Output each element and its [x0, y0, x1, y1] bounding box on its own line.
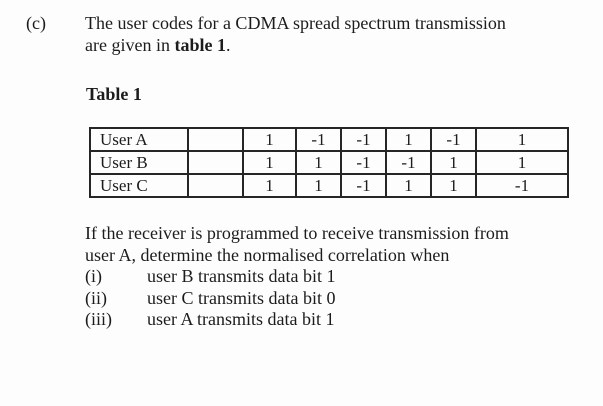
code-cell: -1 — [385, 150, 432, 175]
code-cell: -1 — [340, 173, 387, 198]
question-line1: If the receiver is programmed to receive… — [85, 223, 509, 243]
code-cell: -1 — [340, 150, 387, 175]
intro-line2-post: . — [225, 35, 231, 55]
code-cell: 1 — [430, 173, 477, 198]
list-item-ii: (ii) user C transmits data bit 0 — [85, 288, 575, 310]
part-label: (c) — [26, 13, 46, 33]
table-row-user-c: User C 1 1 -1 1 1 -1 — [89, 173, 569, 198]
list-text: user A transmits data bit 1 — [147, 309, 335, 329]
user-label: User B — [89, 150, 189, 175]
list-item-iii: (iii) user A transmits data bit 1 — [85, 309, 575, 331]
codes-table: User A 1 -1 -1 1 -1 1 User B 1 1 -1 -1 1… — [89, 127, 569, 198]
list-numeral: (iii) — [85, 309, 112, 329]
question-paragraph: If the receiver is programmed to receive… — [85, 223, 575, 331]
empty-cell — [187, 150, 244, 175]
table-row-user-b: User B 1 1 -1 -1 1 1 — [89, 150, 569, 175]
code-cell: 1 — [295, 173, 342, 198]
intro-line1: The user codes for a CDMA spread spectru… — [85, 13, 506, 33]
code-cell: 1 — [242, 150, 297, 175]
question-line2: user A, determine the normalised correla… — [85, 244, 450, 265]
list-numeral: (ii) — [85, 287, 107, 308]
code-cell: -1 — [340, 127, 387, 152]
intro-line2-pre: are given in — [85, 35, 175, 55]
table-row-user-a: User A 1 -1 -1 1 -1 1 — [89, 127, 569, 152]
code-cell: 1 — [242, 127, 297, 152]
empty-cell — [187, 127, 244, 152]
list-text: user C transmits data bit 0 — [147, 287, 336, 308]
code-cell: 1 — [385, 127, 432, 152]
list-numeral: (i) — [85, 266, 102, 286]
code-cell: 1 — [385, 173, 432, 198]
table-title: Table 1 — [86, 84, 142, 104]
code-cell: 1 — [475, 127, 569, 152]
user-label: User A — [89, 127, 189, 152]
code-cell: -1 — [295, 127, 342, 152]
code-cell: 1 — [430, 150, 477, 175]
list-item-i: (i) user B transmits data bit 1 — [85, 266, 575, 288]
list-text: user B transmits data bit 1 — [147, 266, 336, 286]
user-label: User C — [89, 173, 189, 198]
code-cell: -1 — [430, 127, 477, 152]
code-cell: 1 — [242, 173, 297, 198]
code-cell: 1 — [295, 150, 342, 175]
intro-paragraph: The user codes for a CDMA spread spectru… — [85, 12, 565, 56]
code-cell: -1 — [475, 173, 569, 198]
intro-table-ref: table 1 — [174, 35, 226, 55]
code-cell: 1 — [475, 150, 569, 175]
empty-cell — [187, 173, 244, 198]
